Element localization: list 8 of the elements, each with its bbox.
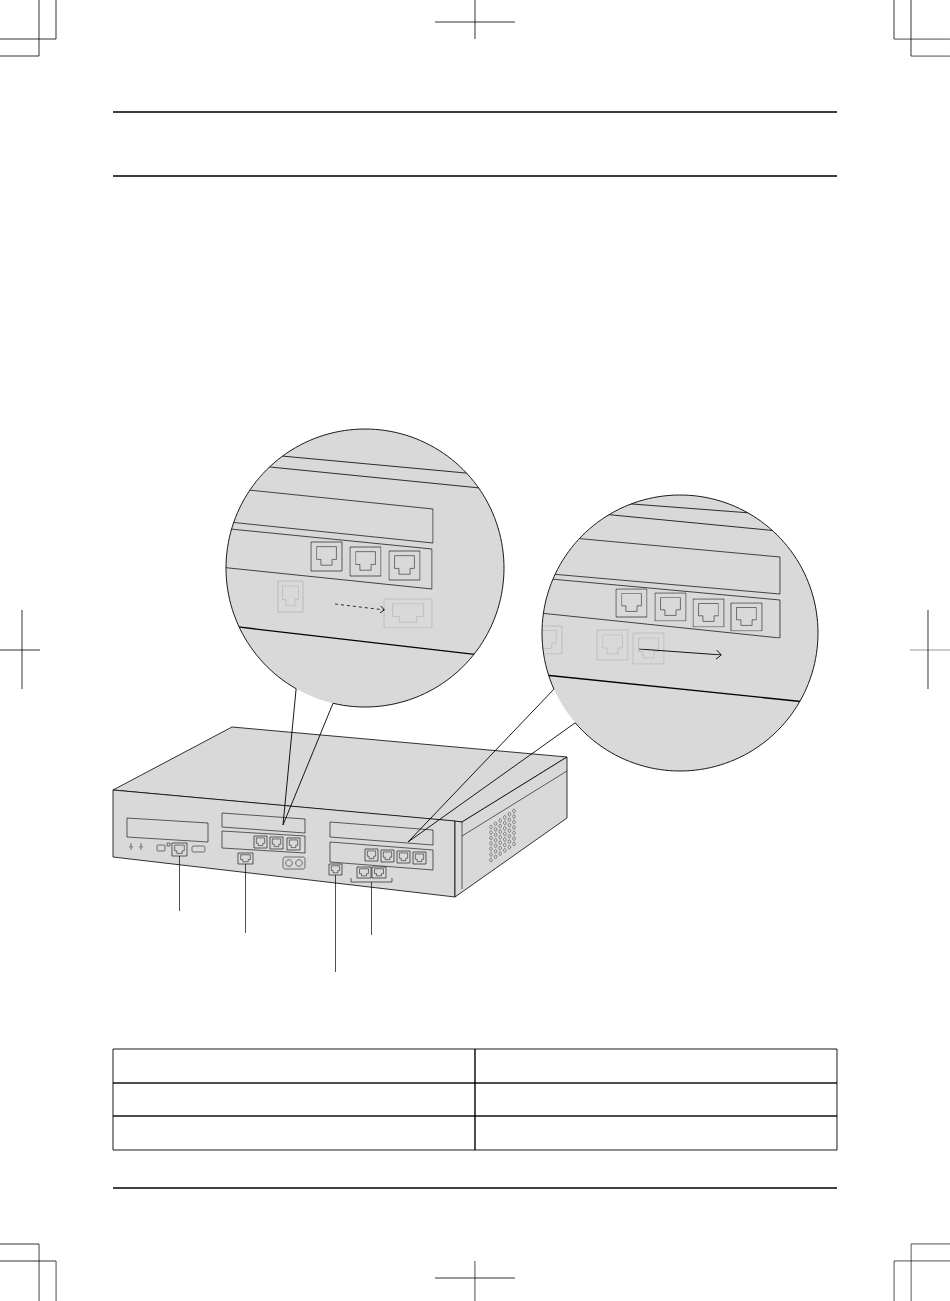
leader-line xyxy=(245,863,246,934)
leader-line xyxy=(179,855,180,912)
port xyxy=(237,852,254,865)
port xyxy=(171,842,188,857)
leader-line xyxy=(371,881,372,936)
leader-line xyxy=(335,874,336,973)
bracket xyxy=(350,877,393,883)
port xyxy=(328,863,343,876)
